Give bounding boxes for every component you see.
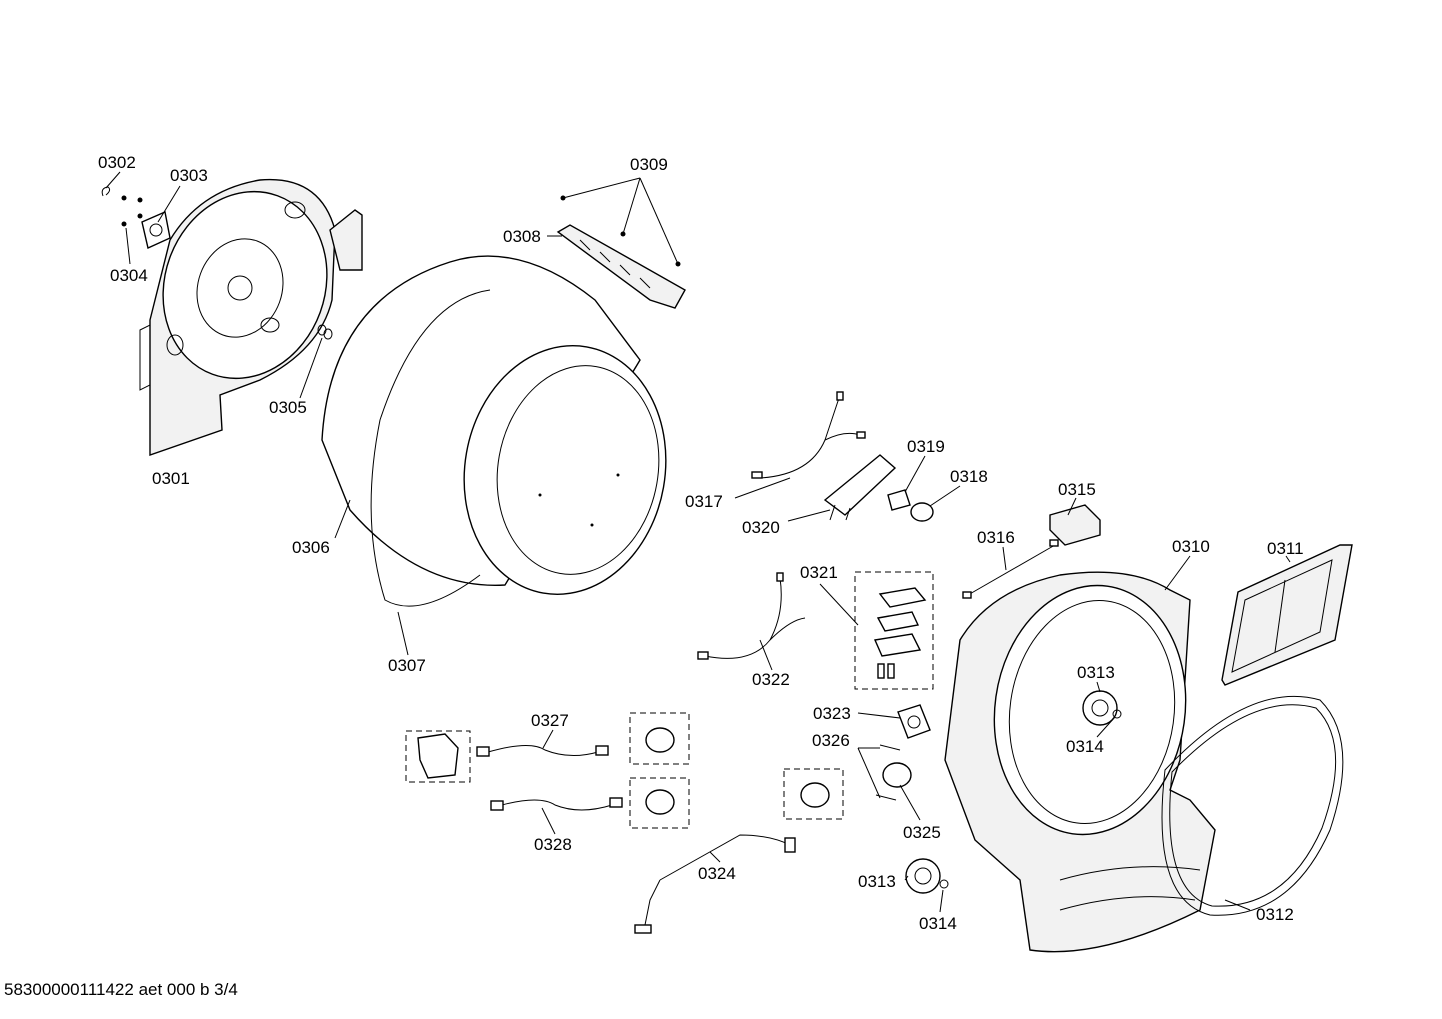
part-thermostat-dashed-a <box>629 712 690 765</box>
leader-lines <box>105 171 1291 913</box>
part-0301-rear-bulkhead <box>139 178 363 456</box>
label-0317: 0317 <box>685 492 723 511</box>
label-0309: 0309 <box>630 155 668 174</box>
part-0303-bearing-plate <box>141 211 171 249</box>
part-0314-clip-upper <box>1112 709 1122 719</box>
label-0320: 0320 <box>742 518 780 537</box>
label-0314-upper: 0314 <box>1066 737 1104 756</box>
label-0323: 0323 <box>813 704 851 723</box>
part-0324-heater-wire <box>634 834 796 934</box>
label-0308: 0308 <box>503 227 541 246</box>
callout-labels: 0302 0303 0304 0301 0305 0306 0307 0308 … <box>98 153 1304 933</box>
label-0325: 0325 <box>903 823 941 842</box>
part-0321-sensor-kit <box>854 571 934 690</box>
part-module-dashed-left <box>405 730 471 783</box>
label-0301: 0301 <box>152 469 190 488</box>
label-0319: 0319 <box>907 437 945 456</box>
label-0321: 0321 <box>800 563 838 582</box>
label-0304: 0304 <box>110 266 148 285</box>
part-0319-sensor <box>887 489 911 511</box>
label-0313-lower: 0313 <box>858 872 896 891</box>
part-0323-sensor-plug <box>897 704 931 739</box>
part-0320-sensor-bracket <box>823 454 897 521</box>
part-0318-cap <box>910 502 934 522</box>
part-thermostat-dashed-b <box>629 777 690 829</box>
part-0325-thermostat <box>882 762 912 788</box>
part-0310-front-bulkhead <box>944 571 1216 953</box>
part-0316-wire <box>962 539 1059 599</box>
label-0328: 0328 <box>534 835 572 854</box>
label-0312: 0312 <box>1256 905 1294 924</box>
part-thermostat-dashed-c <box>783 768 844 820</box>
document-code: 58300000111422 aet 000 b 3/4 <box>4 980 238 999</box>
label-0324: 0324 <box>698 864 736 883</box>
label-0316: 0316 <box>977 528 1015 547</box>
part-0304-screws <box>121 195 143 227</box>
label-0305: 0305 <box>269 398 307 417</box>
label-0303: 0303 <box>170 166 208 185</box>
part-0302-clip <box>101 186 111 197</box>
part-0322-wire <box>697 572 806 660</box>
part-0314-clip-lower <box>939 879 949 889</box>
part-0313-pulley-lower <box>905 858 941 894</box>
label-0311: 0311 <box>1267 539 1304 558</box>
label-0322: 0322 <box>752 670 790 689</box>
label-0306: 0306 <box>292 538 330 557</box>
part-0312-door-seal <box>1161 695 1344 916</box>
label-0326: 0326 <box>812 731 850 750</box>
part-0327-wire <box>476 745 609 757</box>
label-0318: 0318 <box>950 467 988 486</box>
label-0314-lower: 0314 <box>919 914 957 933</box>
label-0302: 0302 <box>98 153 136 172</box>
part-0306-drum <box>321 255 667 596</box>
part-0317-wire-harness <box>751 391 866 479</box>
part-0328-wire <box>490 797 623 811</box>
part-0308-drum-lifter <box>556 224 686 309</box>
label-0315: 0315 <box>1058 480 1096 499</box>
part-0307-drive-belt <box>370 289 491 607</box>
label-0307: 0307 <box>388 656 426 675</box>
label-0313-upper: 0313 <box>1077 663 1115 682</box>
label-0327: 0327 <box>531 711 569 730</box>
label-0310: 0310 <box>1172 537 1210 556</box>
part-0315-control-module <box>1049 504 1101 546</box>
part-0311-lint-filter <box>1221 544 1353 686</box>
part-0305-washer <box>317 324 333 340</box>
